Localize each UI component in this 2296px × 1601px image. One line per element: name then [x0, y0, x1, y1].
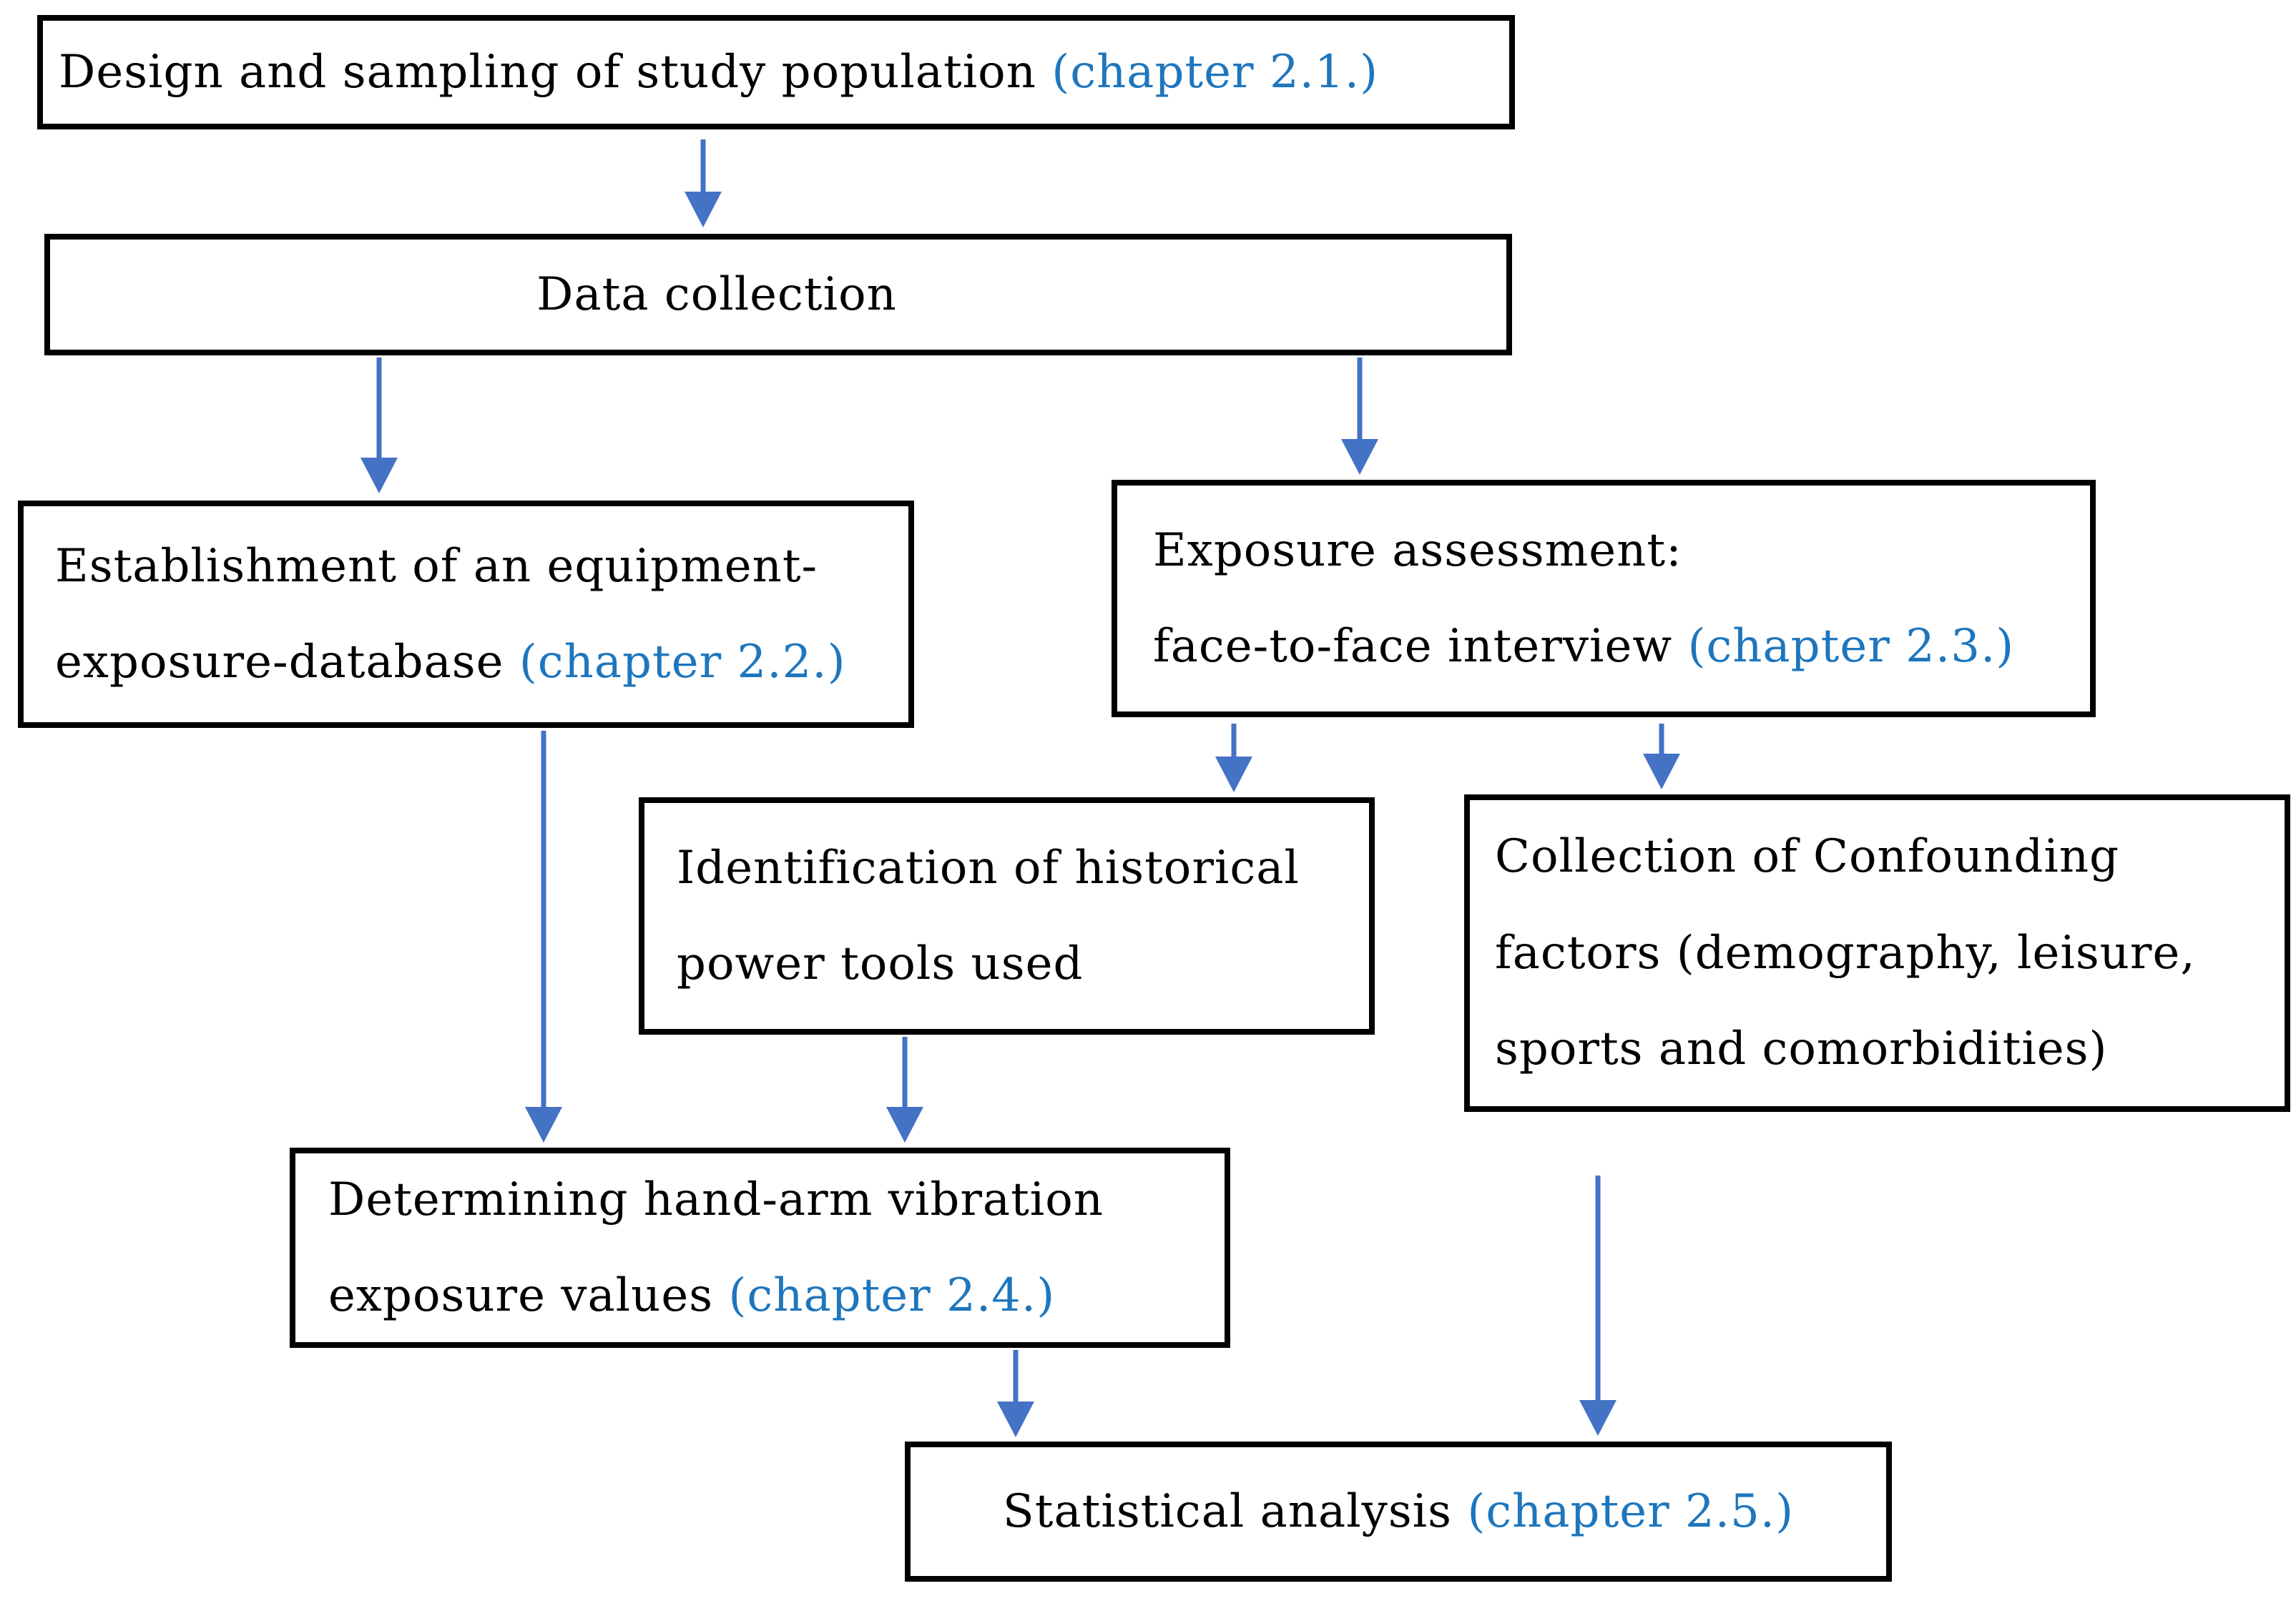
node-text: exposure values — [328, 1269, 729, 1322]
node-tools-identification: Identification of historical power tools… — [639, 797, 1375, 1035]
node-text: Identification of historical — [677, 841, 1300, 895]
node-line: Identification of historical — [677, 820, 1369, 916]
node-line: Exposure assessment: — [1153, 503, 2090, 598]
arrow-head-icon — [525, 1107, 562, 1143]
node-statistical-analysis: Statistical analysis (chapter 2.5.) — [905, 1442, 1892, 1582]
node-text: face-to-face interview — [1153, 620, 1688, 673]
node-text: Determining hand-arm vibration — [328, 1173, 1104, 1226]
arrow-vibration-values-to-statistical — [996, 1350, 1036, 1437]
node-design-sampling: Design and sampling of study population … — [37, 15, 1515, 129]
arrow-data-collection-to-exposure-assessment — [1340, 358, 1380, 475]
arrow-design-to-data-collection — [683, 139, 723, 227]
node-confounding-factors: Collection of Confounding factors (demog… — [1464, 794, 2290, 1112]
node-line: Establishment of an equipment- — [55, 518, 908, 614]
node-line: face-to-face interview (chapter 2.3.) — [1153, 598, 2090, 694]
node-line: exposure values (chapter 2.4.) — [328, 1248, 1225, 1344]
node-text: sports and comorbidities) — [1495, 1023, 2108, 1076]
node-line: exposure-database (chapter 2.2.) — [55, 614, 908, 710]
chapter-ref-2-5: (chapter 2.5.) — [1467, 1484, 1795, 1538]
node-text: Collection of Confounding — [1495, 830, 2119, 884]
node-text: Statistical analysis — [1002, 1484, 1468, 1538]
arrow-data-collection-to-equipment-db — [359, 358, 399, 493]
node-text: Exposure assessment: — [1153, 523, 1682, 577]
chapter-ref-2-1: (chapter 2.1.) — [1051, 45, 1379, 99]
node-line: Collection of Confounding — [1495, 809, 2285, 905]
arrow-shaft — [1357, 358, 1363, 443]
arrow-shaft — [1595, 1176, 1601, 1404]
node-line: power tools used — [677, 916, 1369, 1012]
arrow-head-icon — [1643, 754, 1680, 789]
chapter-ref-2-4: (chapter 2.4.) — [728, 1269, 1056, 1322]
node-text: Design and sampling of study population — [59, 45, 1052, 99]
arrow-head-icon — [886, 1107, 923, 1143]
chapter-ref-2-2: (chapter 2.2.) — [519, 636, 846, 689]
node-text: power tools used — [677, 937, 1084, 990]
node-line: Data collection — [536, 247, 897, 343]
arrow-head-icon — [360, 458, 398, 493]
node-line: Design and sampling of study population … — [59, 24, 1509, 120]
arrow-equipment-db-to-vibration-values — [524, 731, 564, 1143]
chapter-ref-2-3: (chapter 2.3.) — [1687, 620, 2015, 673]
arrow-shaft — [1659, 724, 1664, 758]
arrow-head-icon — [685, 192, 722, 227]
node-text: Data collection — [536, 267, 897, 321]
node-line: factors (demography, leisure, — [1495, 905, 2285, 1001]
arrow-tools-to-vibration-values — [885, 1037, 925, 1143]
node-exposure-assessment: Exposure assessment: face-to-face interv… — [1112, 480, 2096, 717]
arrow-exposure-to-tools-identification — [1214, 724, 1254, 792]
node-line: Determining hand-arm vibration — [328, 1152, 1225, 1248]
arrow-exposure-to-confounding — [1642, 724, 1682, 789]
node-line: Statistical analysis (chapter 2.5.) — [1003, 1464, 1794, 1560]
node-vibration-exposure-values: Determining hand-arm vibration exposure … — [290, 1148, 1230, 1348]
arrow-shaft — [700, 139, 706, 196]
arrow-shaft — [541, 731, 546, 1111]
arrow-shaft — [1231, 724, 1237, 761]
arrow-head-icon — [997, 1402, 1034, 1437]
arrow-shaft — [376, 358, 382, 462]
node-data-collection: Data collection — [44, 234, 1512, 355]
node-text: factors (demography, leisure, — [1495, 926, 2196, 980]
arrow-head-icon — [1215, 757, 1252, 792]
arrow-shaft — [1013, 1350, 1019, 1406]
arrow-shaft — [902, 1037, 908, 1111]
node-text: Establishment of an equipment- — [55, 539, 818, 593]
arrow-head-icon — [1341, 439, 1378, 475]
node-text: exposure-database — [55, 636, 519, 689]
arrow-head-icon — [1579, 1400, 1616, 1436]
node-line: sports and comorbidities) — [1495, 1001, 2285, 1097]
node-equipment-exposure-database: Establishment of an equipment- exposure-… — [18, 501, 914, 728]
arrow-confounding-to-statistical — [1578, 1176, 1618, 1436]
